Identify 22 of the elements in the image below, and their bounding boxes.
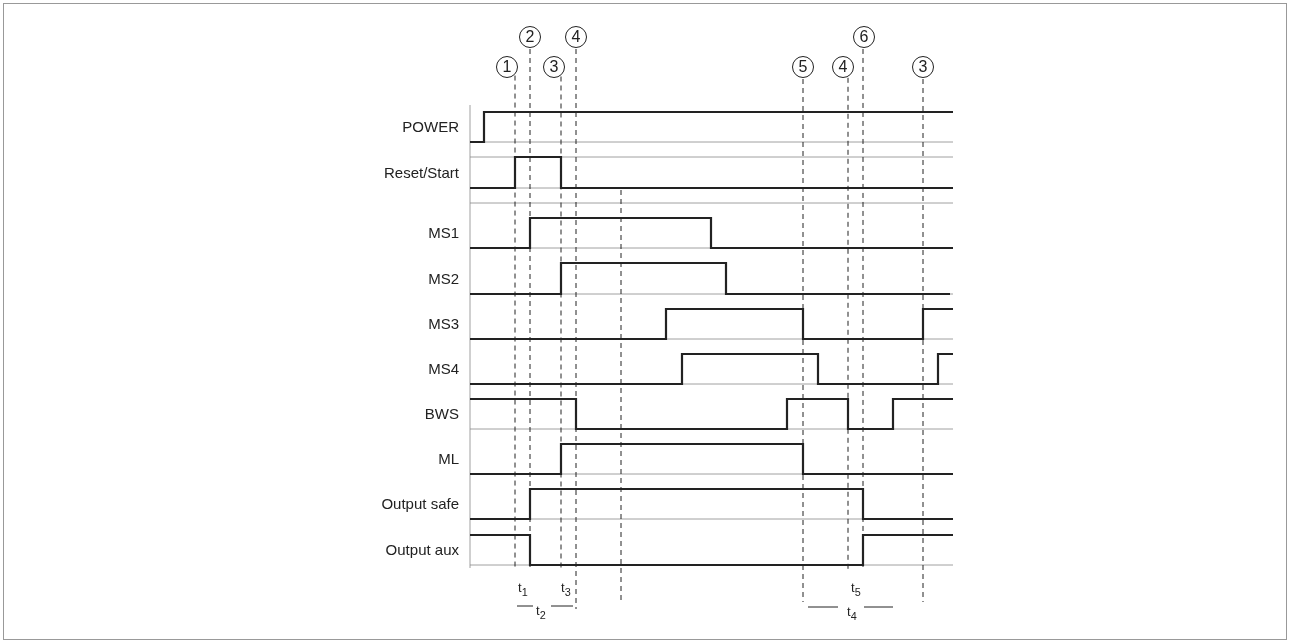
signal-name: Output aux: [384, 541, 459, 559]
callout-number: 4: [832, 56, 854, 78]
callout-number: 3: [912, 56, 934, 78]
signal-name: MS2: [427, 269, 459, 288]
callout-number: 5: [792, 56, 814, 78]
leader-line: [922, 78, 924, 603]
signal-name: POWER: [401, 118, 459, 136]
callout-number: 2: [519, 26, 541, 48]
leader-line: [847, 77, 849, 571]
signal-name: Output safe: [380, 495, 459, 513]
signal-name: MS1: [427, 224, 459, 242]
leader-line: [575, 48, 577, 610]
callout-number: 1: [496, 56, 518, 78]
leader-line: [802, 78, 804, 603]
signal-name: ML: [437, 450, 459, 468]
callout-number: 3: [543, 56, 565, 78]
callout-number: 6: [853, 26, 875, 48]
signal-name: MS3: [427, 315, 459, 333]
signal-name: Reset/Start: [382, 163, 459, 182]
signal-name: MS4: [427, 360, 459, 378]
callout-number: 4: [565, 26, 587, 48]
signal-name: BWS: [423, 405, 459, 423]
